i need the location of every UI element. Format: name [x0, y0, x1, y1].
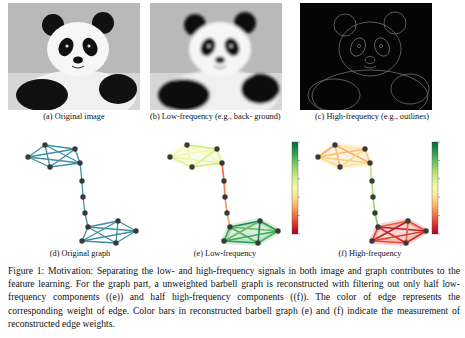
subfigure-caption: (e) Low-frequency [160, 249, 290, 259]
subfigure-caption: (c) High-frequency (e.g., outlines) [292, 112, 452, 122]
subfigure-caption: (a) Original image [8, 112, 140, 122]
subfigure-caption: (f) High-frequency [308, 249, 432, 259]
barbell-graph [25, 142, 138, 245]
panda-image [300, 3, 432, 110]
barbell-graph [167, 142, 280, 245]
subfigure-caption: (d) Original graph [20, 249, 140, 259]
subfigure-panel: (a) Original image [8, 112, 140, 122]
subfigure-panel: (c) High-frequency (e.g., outlines) [292, 112, 452, 122]
colorbar [292, 142, 300, 234]
figure-caption: Figure 1: Motivation: Separating the low… [8, 264, 460, 330]
barbell-graph [315, 142, 428, 245]
panda-image [8, 3, 140, 110]
subfigure-panel: (d) Original graph [20, 249, 140, 259]
panda-image [150, 3, 282, 110]
subfigure-panel: (e) Low-frequency [160, 249, 290, 259]
subfigure-panel: (b) Low-frequency (e.g., back- ground) [150, 112, 286, 122]
colorbar [432, 142, 440, 234]
subfigure-caption: (b) Low-frequency (e.g., back- ground) [150, 112, 286, 122]
subfigure-panel: (f) High-frequency [308, 249, 432, 259]
